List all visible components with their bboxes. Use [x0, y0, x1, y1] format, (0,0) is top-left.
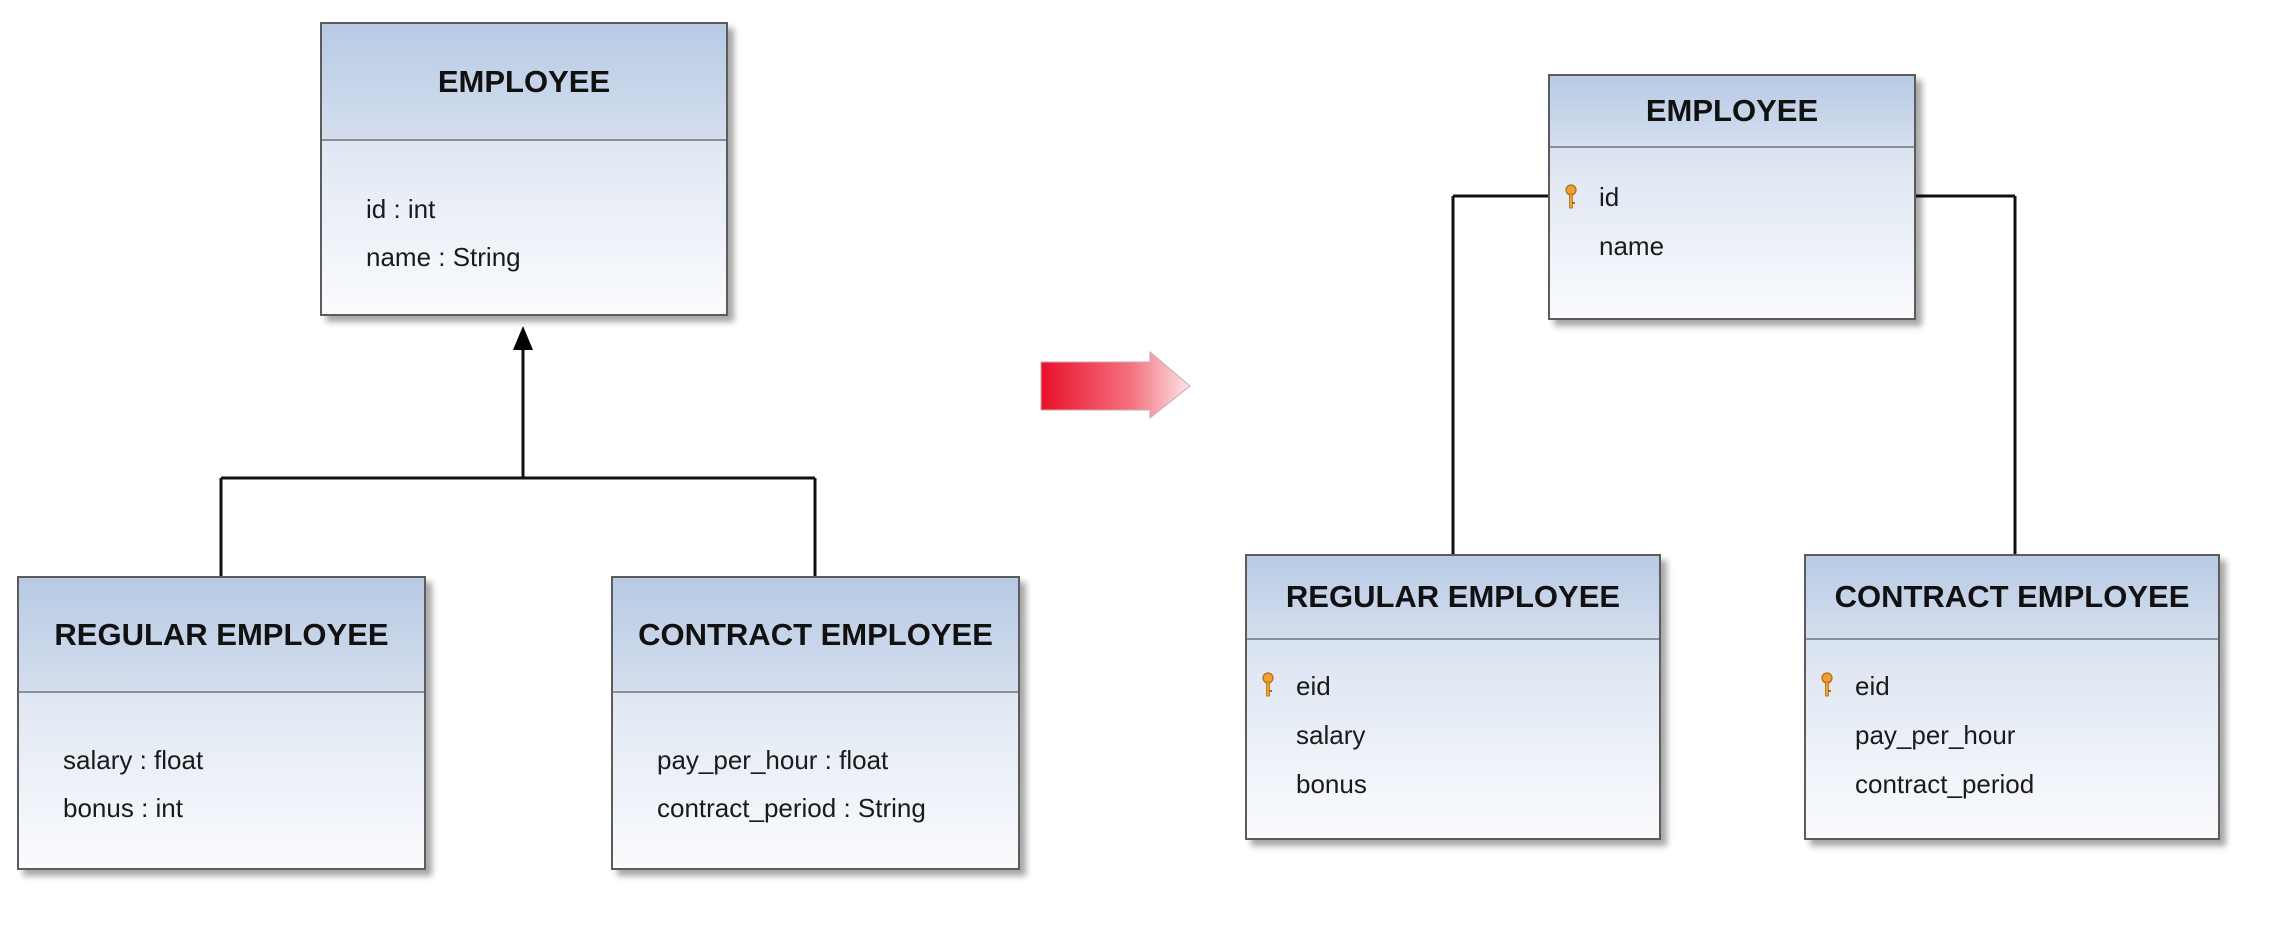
class-attribute: contract_period : String — [657, 793, 926, 823]
table-title: CONTRACT EMPLOYEE — [1806, 556, 2218, 640]
table-column: pay_per_hour — [1855, 720, 2016, 750]
table-column: eid — [1296, 671, 1331, 701]
table-regular-employee: REGULAR EMPLOYEE eid salary bonus — [1245, 554, 1661, 840]
class-regular-employee: REGULAR EMPLOYEE salary : float bonus : … — [17, 576, 426, 870]
table-contract-employee: CONTRACT EMPLOYEE eid pay_per_hour contr… — [1804, 554, 2220, 840]
table-column: eid — [1855, 671, 1890, 701]
table-title: EMPLOYEE — [1550, 76, 1914, 148]
key-icon — [1262, 672, 1274, 697]
key-icon — [1821, 672, 1833, 697]
class-attribute: id : int — [366, 194, 436, 224]
class-title: EMPLOYEE — [322, 24, 726, 141]
inheritance-arrowhead-icon — [513, 326, 533, 350]
right-arrow-icon — [1040, 350, 1191, 420]
class-attribute: name : String — [366, 242, 521, 272]
table-column: salary — [1296, 720, 1366, 750]
table-title: REGULAR EMPLOYEE — [1247, 556, 1659, 640]
inheritance-connector — [219, 345, 817, 578]
key-icon — [1565, 184, 1577, 209]
class-employee: EMPLOYEE id : int name : String — [320, 22, 728, 316]
table-column: contract_period — [1855, 769, 2035, 799]
table-column: bonus — [1296, 769, 1367, 799]
class-title: REGULAR EMPLOYEE — [19, 578, 424, 693]
class-attribute: pay_per_hour : float — [657, 745, 889, 775]
class-attribute: bonus : int — [63, 793, 183, 823]
table-column: name — [1599, 231, 1665, 261]
class-title: CONTRACT EMPLOYEE — [613, 578, 1018, 693]
table-column: id — [1599, 182, 1620, 212]
table-employee: EMPLOYEE id name — [1548, 74, 1916, 320]
table-relation-connector — [1451, 194, 2017, 555]
class-contract-employee: CONTRACT EMPLOYEE pay_per_hour : float c… — [611, 576, 1020, 870]
class-attribute: salary : float — [63, 745, 204, 775]
